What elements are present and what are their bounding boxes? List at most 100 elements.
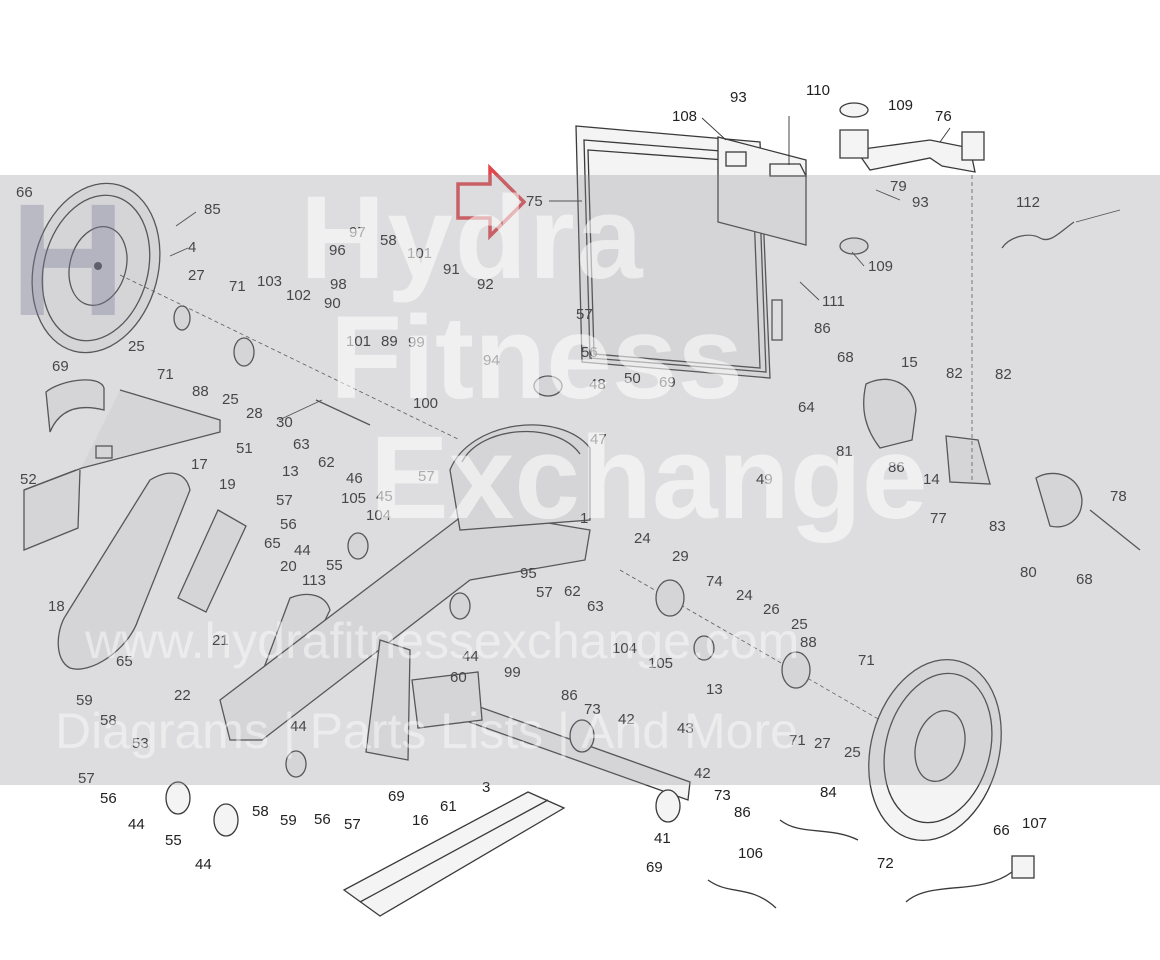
callout: 44 xyxy=(128,816,145,833)
callout: 24 xyxy=(736,587,753,604)
callout: 97 xyxy=(349,224,366,241)
callout: 25 xyxy=(844,744,861,761)
callout: 57 xyxy=(536,584,553,601)
callout: 100 xyxy=(413,395,438,412)
watermark-brand-line2: Fitness xyxy=(330,292,744,424)
callout: 63 xyxy=(293,436,310,453)
callout: 69 xyxy=(388,788,405,805)
callout: 83 xyxy=(989,518,1006,535)
callout: 56 xyxy=(314,811,331,828)
callout: 82 xyxy=(995,366,1012,383)
callout: 44 xyxy=(290,718,307,735)
callout: 25 xyxy=(128,338,145,355)
fan-wheel xyxy=(868,658,1002,842)
callout: 104 xyxy=(612,640,637,657)
leader-lines xyxy=(169,117,1121,421)
callout: 86 xyxy=(561,687,578,704)
callout: 86 xyxy=(814,320,831,337)
watermark-brand-line3: Exchange xyxy=(370,412,928,544)
callout: 57 xyxy=(78,770,95,787)
callout: 30 xyxy=(276,414,293,431)
front-shroud xyxy=(23,379,221,551)
cable-112 xyxy=(1001,221,1075,249)
callout: 16 xyxy=(412,812,429,829)
right-shaft xyxy=(619,569,881,721)
callout: 56 xyxy=(280,516,297,533)
callout: 60 xyxy=(450,669,467,686)
callout: 84 xyxy=(820,784,837,801)
callout: 57 xyxy=(344,816,361,833)
callout: 44 xyxy=(462,648,479,665)
watermark-tagline: Diagrams | Parts Lists | And More xyxy=(55,703,798,759)
highlight-arrow-icon xyxy=(456,163,527,241)
callout: 106 xyxy=(738,845,763,862)
callout: 71 xyxy=(858,652,875,669)
callout: 65 xyxy=(264,535,281,552)
callout: 3 xyxy=(482,779,490,796)
callout: 15 xyxy=(901,354,918,371)
callout: 105 xyxy=(648,655,673,672)
callout: 108 xyxy=(672,108,697,125)
callout: 99 xyxy=(408,334,425,351)
callout: 62 xyxy=(318,454,335,471)
callout: 4 xyxy=(188,239,196,256)
callout: 42 xyxy=(618,711,635,728)
callout: 75 xyxy=(526,193,543,210)
callout: 59 xyxy=(280,812,297,829)
callout: 113 xyxy=(302,572,326,589)
callout: 26 xyxy=(763,601,780,618)
watermark-brand-line1: Hydra xyxy=(300,172,645,304)
callout: 24 xyxy=(634,530,651,547)
callout: 52 xyxy=(20,471,37,488)
callout: 51 xyxy=(236,440,253,457)
callout: 112 xyxy=(1016,194,1040,211)
callout: 25 xyxy=(791,616,808,633)
callout: 64 xyxy=(798,399,815,416)
callout: 66 xyxy=(16,184,33,201)
callout: 58 xyxy=(100,712,117,729)
callout: 104 xyxy=(366,507,391,524)
callout: 28 xyxy=(246,405,263,422)
callout: 98 xyxy=(330,276,347,293)
callout: 105 xyxy=(341,490,366,507)
fan-housing xyxy=(863,378,1141,551)
callout: 17 xyxy=(191,456,208,473)
watermark-logo: H xyxy=(10,170,126,349)
callout: 50 xyxy=(624,370,641,387)
callout: 21 xyxy=(212,632,229,649)
callout: 25 xyxy=(222,391,239,408)
callout: 109 xyxy=(888,97,913,114)
callout-labels: 93 110 109 108 76 79 93 75 109 111 86 11… xyxy=(16,82,1127,876)
callout: 74 xyxy=(706,573,723,590)
callout: 45 xyxy=(376,488,393,505)
callout: 57 xyxy=(276,492,293,509)
callout: 99 xyxy=(504,664,521,681)
callout: 48 xyxy=(589,376,606,393)
callout: 56 xyxy=(581,344,598,361)
callout: 69 xyxy=(646,859,663,876)
callout: 65 xyxy=(116,653,133,670)
callout: 62 xyxy=(564,583,581,600)
callout: 22 xyxy=(174,687,191,704)
callout: 41 xyxy=(654,830,671,847)
callout: 71 xyxy=(157,366,174,383)
callout: 71 xyxy=(789,732,806,749)
callout: 14 xyxy=(923,471,940,488)
callout: 72 xyxy=(877,855,894,872)
callout: 95 xyxy=(520,565,537,582)
callout: 66 xyxy=(993,822,1010,839)
parts-artwork xyxy=(23,102,1141,917)
callout: 13 xyxy=(282,463,299,480)
callout: 57 xyxy=(576,306,593,323)
callout: 49 xyxy=(756,471,773,488)
callout: 77 xyxy=(930,510,947,527)
callout: 47 xyxy=(590,431,607,448)
rollers xyxy=(533,375,681,823)
callout: 79 xyxy=(890,178,907,195)
callout: 94 xyxy=(483,352,500,369)
callout: 58 xyxy=(252,803,269,820)
callout: 92 xyxy=(477,276,494,293)
callout: 27 xyxy=(814,735,831,752)
mounting-plate xyxy=(717,136,808,246)
